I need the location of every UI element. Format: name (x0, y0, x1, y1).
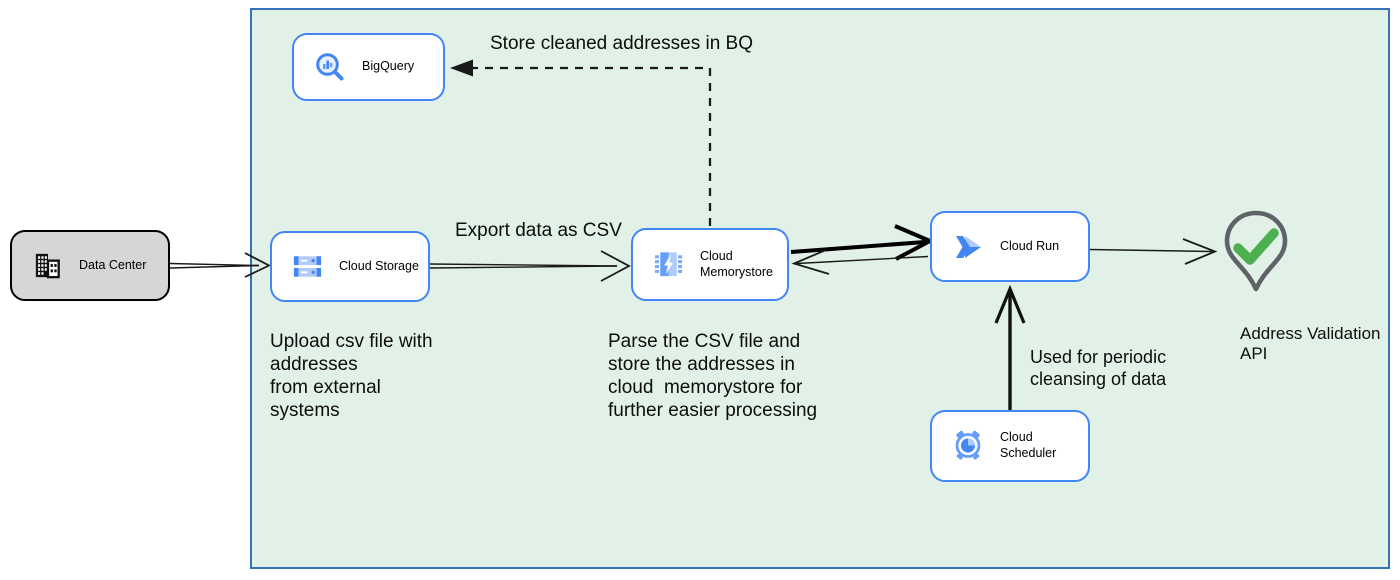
node-data-center: Data Center (10, 230, 170, 301)
node-bigquery: BigQuery (292, 33, 445, 101)
bigquery-magnifier-icon (313, 50, 347, 84)
annotation-store-cleaned-addresses: Store cleaned addresses in BQ (490, 33, 753, 54)
annotation-parse-csv-note: Parse the CSV file and store the address… (608, 331, 818, 421)
gcp-boundary-box (250, 8, 1390, 569)
annotation-upload-csv-note: Upload csv file with addresses from exte… (270, 331, 433, 421)
node-label: Cloud Run (1000, 238, 1060, 253)
node-label: Cloud Memorystore (700, 248, 773, 279)
node-label: Cloud Storage (339, 258, 419, 273)
storage-buckets-icon (291, 250, 324, 283)
node-label: BigQuery (362, 59, 415, 74)
node-label: Cloud Scheduler (1000, 430, 1057, 460)
memory-chip-bolt-icon (652, 248, 685, 281)
run-chevrons-icon (951, 230, 985, 264)
label-address-validation-api: Address Validation API (1240, 324, 1385, 364)
node-cloud-storage: Cloud Storage (270, 231, 430, 302)
annotation-export-data-csv: Export data as CSV (455, 220, 622, 241)
node-label: Data Center (79, 257, 147, 272)
node-cloud-scheduler: Cloud Scheduler (930, 410, 1090, 482)
node-cloud-run: Cloud Run (930, 211, 1090, 282)
alarm-clock-icon (951, 429, 985, 463)
annotation-periodic-cleansing-note: Used for periodic cleansing of data (1030, 347, 1167, 389)
building-icon (31, 249, 64, 282)
map-pin-check-icon (1224, 210, 1288, 292)
node-cloud-memorystore: Cloud Memorystore (631, 228, 789, 301)
